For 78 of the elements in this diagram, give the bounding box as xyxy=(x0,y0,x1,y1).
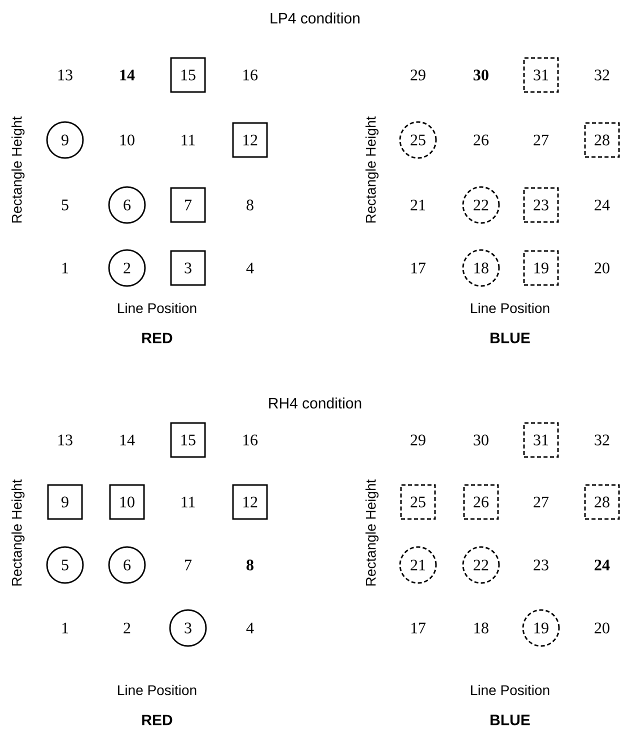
grid-number: 29 xyxy=(410,434,426,446)
circled-number: 9 xyxy=(46,121,84,159)
grid-number: 11 xyxy=(182,496,195,508)
axis-label: Rectangle Height xyxy=(11,116,25,223)
grid-number: 21 xyxy=(410,200,426,210)
grid-number: 14 xyxy=(120,70,135,80)
boxed-number: 12 xyxy=(232,484,268,520)
grid-number: 17 xyxy=(411,622,426,634)
circled-number: 22 xyxy=(462,546,500,584)
boxed-number: 28 xyxy=(584,122,620,158)
grid-number: 29 xyxy=(410,70,426,80)
grid-number: 24 xyxy=(594,560,610,570)
grid-number: 20 xyxy=(594,622,610,634)
grid-number: 24 xyxy=(594,200,610,210)
boxed-number: 7 xyxy=(170,187,206,223)
boxed-number: 31 xyxy=(523,422,559,458)
boxed-number: 3 xyxy=(170,250,206,286)
circled-number: 2 xyxy=(108,249,146,287)
grid-number: 32 xyxy=(594,434,610,446)
boxed-number: 31 xyxy=(523,57,559,93)
axis-label: Line Position xyxy=(471,302,550,314)
axis-label: Line Position xyxy=(118,302,196,314)
grid-number: 27 xyxy=(534,134,549,146)
circled-number: 6 xyxy=(108,546,146,584)
grid-number: 17 xyxy=(411,262,426,274)
boxed-number: 28 xyxy=(584,484,620,520)
grid-number: 16 xyxy=(243,434,258,446)
grid-number: 18 xyxy=(474,622,488,634)
boxed-number: 26 xyxy=(463,484,499,520)
circled-number: 5 xyxy=(46,546,84,584)
grid-number: 16 xyxy=(243,70,258,80)
grid-number: 13 xyxy=(58,434,72,446)
condition-title: RH4 condition xyxy=(269,398,362,408)
panel-label: RED xyxy=(142,332,172,344)
grid-number: 8 xyxy=(246,560,254,570)
grid-number: 4 xyxy=(246,262,254,274)
grid-number: 1 xyxy=(62,262,68,274)
boxed-number: 15 xyxy=(170,57,206,93)
circled-number: 22 xyxy=(462,186,500,224)
grid-number: 1 xyxy=(62,622,68,634)
grid-number: 23 xyxy=(534,560,548,570)
boxed-number: 25 xyxy=(400,484,436,520)
boxed-number: 10 xyxy=(109,484,145,520)
grid-number: 14 xyxy=(120,434,135,446)
circled-number: 25 xyxy=(399,121,437,159)
boxed-number: 19 xyxy=(523,250,559,286)
grid-number: 32 xyxy=(594,70,610,80)
grid-number: 11 xyxy=(182,134,195,146)
circled-number: 21 xyxy=(399,546,437,584)
grid-number: 27 xyxy=(534,496,549,508)
grid-number: 5 xyxy=(62,200,68,210)
circled-number: 3 xyxy=(169,609,207,647)
grid-number: 26 xyxy=(474,134,489,146)
grid-number: 7 xyxy=(185,560,192,570)
panel-label: BLUE xyxy=(490,332,530,344)
circled-number: 6 xyxy=(108,186,146,224)
grid-number: 13 xyxy=(58,70,72,80)
axis-label: Rectangle Height xyxy=(365,116,379,223)
condition-title: LP4 condition xyxy=(270,12,360,24)
circled-number: 18 xyxy=(462,249,500,287)
axis-label: Rectangle Height xyxy=(365,479,379,586)
boxed-number: 15 xyxy=(170,422,206,458)
grid-number: 2 xyxy=(124,622,130,634)
grid-number: 30 xyxy=(474,434,488,446)
axis-label: Line Position xyxy=(118,684,196,696)
grid-number: 30 xyxy=(474,70,488,80)
panel-label: RED xyxy=(142,714,172,726)
grid-number: 20 xyxy=(594,262,610,274)
panel-label: BLUE xyxy=(490,714,530,726)
boxed-number: 23 xyxy=(523,187,559,223)
axis-label: Rectangle Height xyxy=(11,479,25,586)
circled-number: 19 xyxy=(522,609,560,647)
boxed-number: 12 xyxy=(232,122,268,158)
grid-number: 10 xyxy=(120,134,134,146)
boxed-number: 9 xyxy=(47,484,83,520)
grid-number: 8 xyxy=(246,200,254,210)
axis-label: Line Position xyxy=(471,684,550,696)
grid-number: 4 xyxy=(246,622,254,634)
